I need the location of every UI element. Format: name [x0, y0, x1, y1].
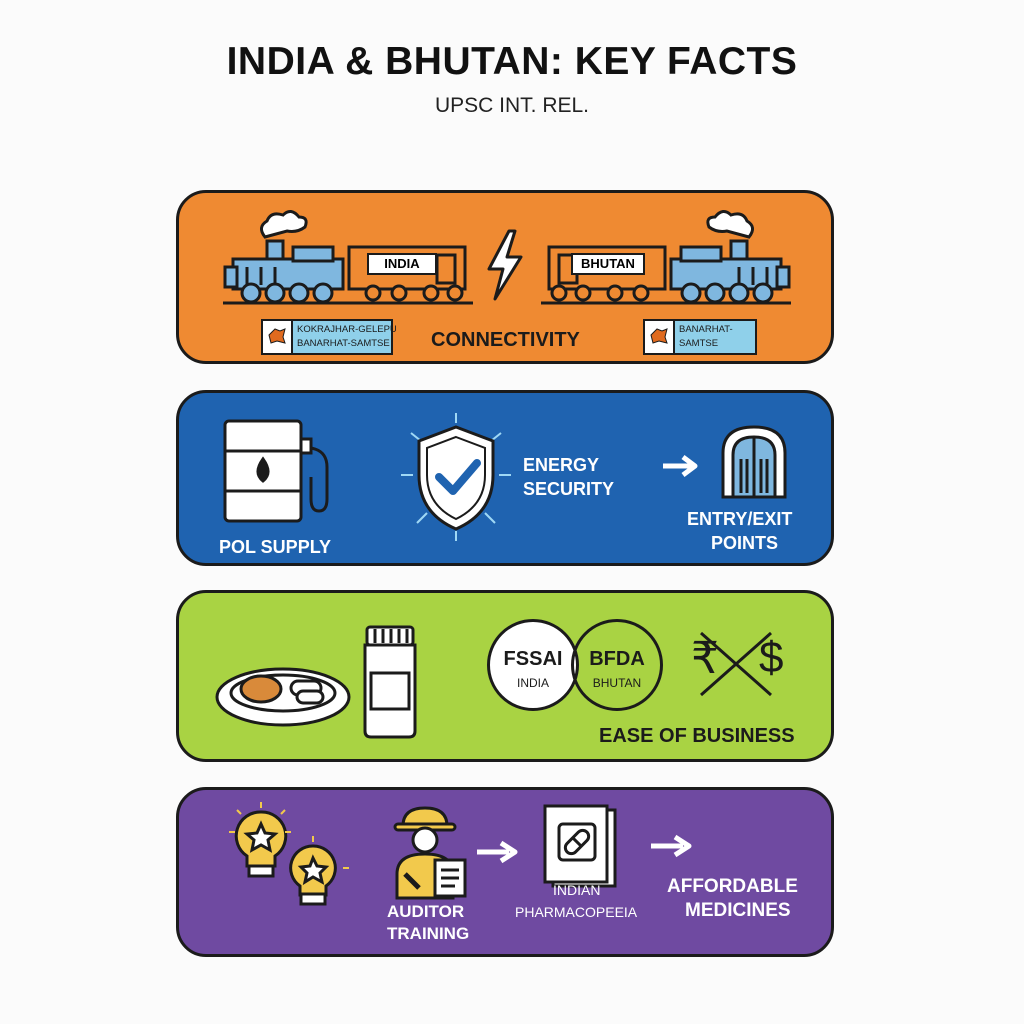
arrow-right-icon	[651, 834, 692, 858]
bfda-title: BFDA	[589, 648, 645, 670]
page-subtitle: UPSC INT. REL.	[434, 94, 590, 117]
fssai-title: FSSAI	[503, 648, 563, 670]
station-sign-left: KOKRAJHAR-GELEPU BANARHAT-SAMTSE	[261, 319, 397, 355]
affordable-medicines-line2: MEDICINES	[685, 900, 791, 921]
shield-check-icon	[401, 413, 511, 541]
fssai-badge: FSSAI INDIA	[487, 619, 579, 711]
train-right-tag: BHUTAN	[571, 253, 645, 275]
affordable-medicines-line1: AFFORDABLE	[667, 876, 798, 897]
energy-security-line1: ENERGY	[523, 455, 600, 475]
auditor-training-line1: AUDITOR	[387, 902, 465, 921]
pharmacopoeia-line1: INDIAN	[553, 882, 601, 898]
map-icon	[263, 321, 293, 353]
pol-supply-label: POL SUPPLY	[219, 537, 332, 557]
bfda-country: BHUTAN	[592, 676, 642, 690]
medicine-bottle-icon	[363, 625, 417, 739]
arrow-right-icon	[477, 840, 518, 864]
fssai-country: INDIA	[516, 676, 549, 690]
entry-exit-line2: POINTS	[711, 533, 779, 553]
map-icon	[645, 321, 675, 353]
fuel-barrel-icon	[223, 419, 329, 523]
auditor-icon	[393, 806, 467, 900]
bfda-badge: BFDA BHUTAN	[571, 619, 663, 711]
entry-exit-line1: ENTRY/EXIT	[687, 509, 793, 529]
currency-exchange-icon	[700, 631, 772, 697]
medicines-panel: AUDITOR TRAINING INDIAN PHARMACOPEEIA AF…	[176, 787, 834, 957]
auditor-training-line2: TRAINING	[387, 924, 470, 943]
pharmacopoeia-book-icon	[543, 804, 617, 888]
station-right-line1: BANARHAT-	[679, 324, 733, 335]
page-title: INDIA & BHUTAN: KEY FACTS	[226, 40, 798, 83]
station-left-line2: BANARHAT-SAMTSE	[297, 338, 390, 349]
lightbulb-ideas-icon	[229, 802, 349, 906]
energy-security-line2: SECURITY	[523, 479, 615, 499]
station-sign-right: BANARHAT- SAMTSE	[643, 319, 757, 355]
station-right-line2: SAMTSE	[679, 338, 719, 349]
pharmacopoeia-line2: PHARMACOPEEIA	[515, 904, 638, 920]
energy-panel: POL SUPPLY ENERGY SECURITY ENTRY/EXIT PO…	[176, 390, 834, 566]
connectivity-label: CONNECTIVITY	[431, 329, 580, 351]
gate-icon	[721, 425, 787, 499]
train-right-icon	[541, 210, 791, 305]
arrow-right-icon	[663, 455, 698, 477]
train-left-icon	[223, 210, 473, 305]
food-plate-icon	[215, 667, 351, 727]
ease-of-business-label: EASE OF BUSINESS	[599, 725, 795, 747]
station-left-line1: KOKRAJHAR-GELEPU	[297, 324, 397, 335]
train-left-tag: INDIA	[367, 253, 437, 275]
lightning-icon	[487, 229, 523, 301]
rupee-symbol: ₹	[691, 634, 719, 683]
business-panel: FSSAI INDIA BFDA BHUTAN ₹ $ EASE OF BUSI…	[176, 590, 834, 762]
dollar-symbol: $	[759, 633, 784, 682]
connectivity-panel: INDIA BHUTAN KOKRAJHAR-GELEPU BANARHAT-S…	[176, 190, 834, 364]
